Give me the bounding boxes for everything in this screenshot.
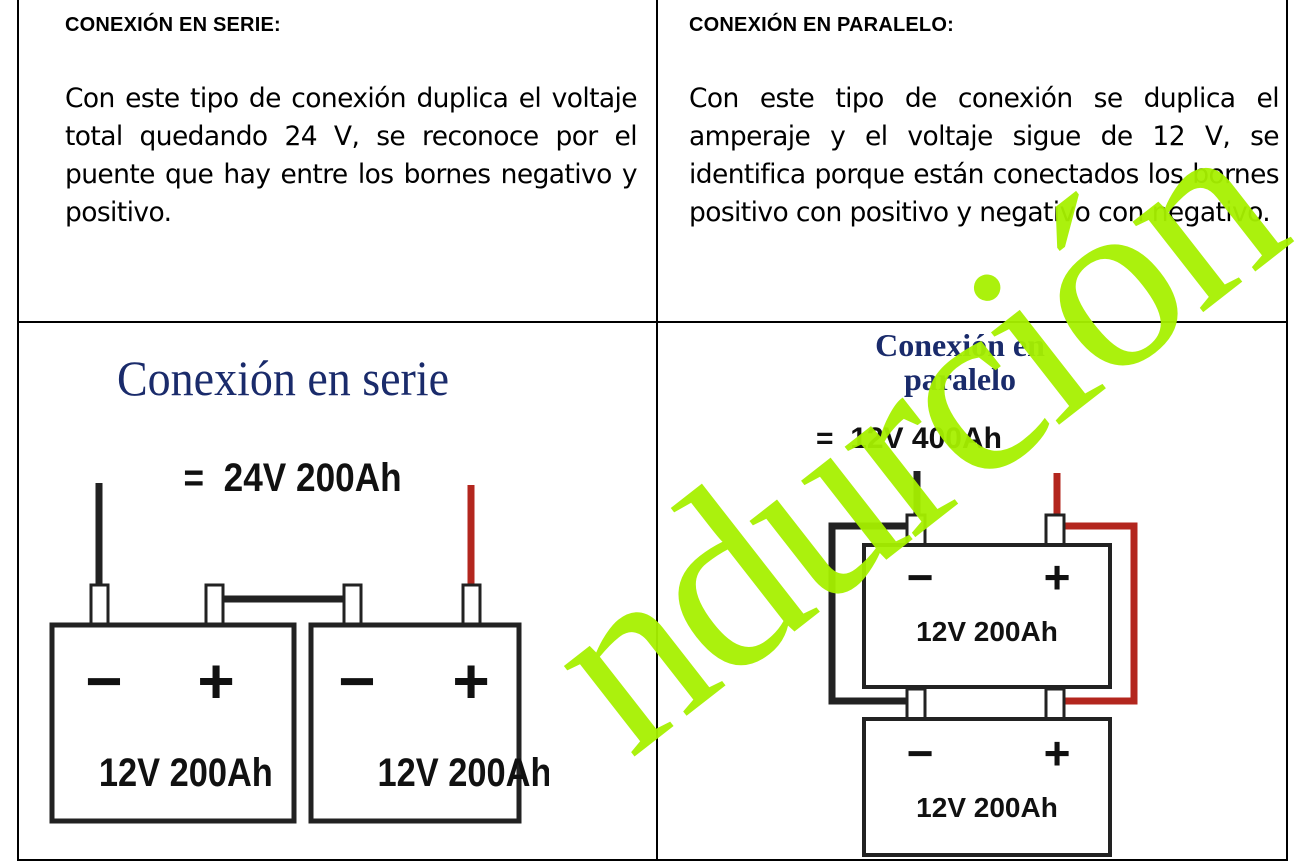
plus-sign: + <box>452 645 489 717</box>
minus-sign: − <box>338 645 375 717</box>
serie-diagram: Conexión en serie = 24V 200Ah − + − + 12… <box>49 351 549 824</box>
plus-sign: + <box>197 645 234 717</box>
row-divider <box>19 321 1286 323</box>
comparison-table: CONEXIÓN EN SERIE: Con este tipo de cone… <box>17 0 1288 861</box>
minus-sign: − <box>85 645 122 717</box>
battery-1-label: 12V 200Ah <box>99 750 273 795</box>
terminal <box>905 687 927 721</box>
battery-1-label: 12V 200Ah <box>916 616 1058 647</box>
battery-2-label: 12V 200Ah <box>916 792 1058 823</box>
battery-2-label: 12V 200Ah <box>377 750 549 795</box>
terminal <box>1044 513 1066 547</box>
battery-1 <box>49 622 297 824</box>
paralelo-diagram-title-1: Conexión en <box>875 327 1045 363</box>
paralelo-diagram-title-2: paralelo <box>904 361 1016 397</box>
column-divider <box>656 0 658 861</box>
minus-sign: − <box>907 551 934 603</box>
serie-heading: CONEXIÓN EN SERIE: <box>65 14 281 36</box>
terminal <box>342 583 363 627</box>
battery-2 <box>308 622 522 824</box>
paralelo-heading: CONEXIÓN EN PARALELO: <box>689 14 954 36</box>
terminal <box>204 583 225 627</box>
paralelo-diagram-result: = 12V 400Ah <box>816 422 1002 455</box>
terminal <box>905 513 927 547</box>
plus-sign: + <box>1044 551 1071 603</box>
battery-1 <box>862 543 1112 689</box>
battery-2 <box>862 717 1112 857</box>
paralelo-diagram: Conexión en paralelo = 12V 400Ah − + 12V… <box>816 327 1138 857</box>
terminal <box>1044 687 1066 721</box>
serie-paragraph: Con este tipo de conexión duplica el vol… <box>65 83 638 228</box>
paralelo-positive-link <box>1063 522 1138 705</box>
terminal <box>89 583 110 627</box>
serie-diagram-title: Conexión en serie <box>117 351 449 406</box>
serie-diagram-result: = 24V 200Ah <box>184 455 402 500</box>
paralelo-negative-link <box>828 522 910 705</box>
minus-sign: − <box>907 727 934 779</box>
terminal <box>461 583 482 627</box>
plus-sign: + <box>1044 727 1071 779</box>
paralelo-paragraph: Con este tipo de conexión se duplica el … <box>689 83 1280 228</box>
